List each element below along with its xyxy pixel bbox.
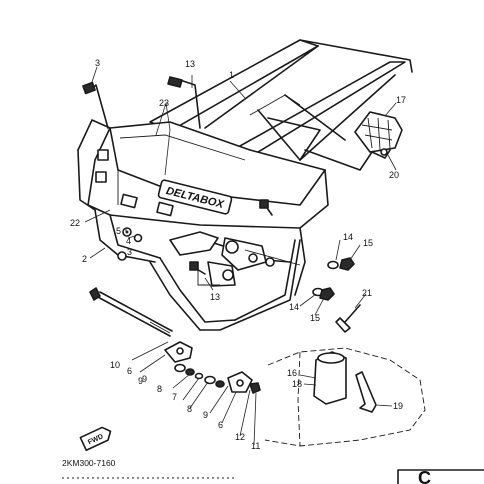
callout-14-lower: 14: [289, 302, 299, 312]
callout-13-top: 13: [185, 59, 195, 69]
callout-9-third: 9: [203, 410, 208, 420]
rear-flap-assembly: [354, 111, 403, 159]
callout-16: 16: [287, 368, 297, 378]
corner-tab-text: C: [418, 468, 431, 484]
callout-19: 19: [393, 401, 403, 411]
callout-3-top: 3: [95, 58, 100, 68]
callout-9-second: 9: [138, 376, 143, 386]
callout-10: 10: [110, 360, 120, 370]
callout-22: 22: [70, 218, 80, 228]
leader-lines: [84, 66, 397, 446]
callout-21: 21: [362, 288, 372, 298]
callout-15: 15: [363, 238, 373, 248]
bolt-21: [335, 304, 361, 333]
fwd-arrow-badge: FWD: [79, 426, 112, 452]
callout-13-mid: 13: [210, 292, 220, 302]
callout-5: 5: [116, 226, 121, 236]
callout-20: 20: [389, 170, 399, 180]
corner-tab: C: [397, 468, 484, 484]
callout-23: 23: [159, 98, 169, 108]
callout-11: 11: [251, 441, 260, 451]
pivot-nuts: [312, 257, 355, 301]
callout-2: 2: [82, 254, 87, 264]
callout-9: 9: [142, 374, 147, 384]
callout-18: 18: [292, 379, 302, 389]
callout-17: 17: [396, 95, 406, 105]
callout-4: 4: [126, 236, 131, 246]
callout-1: 1: [229, 70, 234, 80]
side-cover-assembly: [264, 347, 426, 447]
engine-cradle: [94, 209, 306, 331]
main-frame-spar: DELTABOX: [77, 119, 329, 229]
callout-6: 6: [127, 366, 132, 376]
diagram-code: 2KM300-7160: [62, 458, 116, 468]
callout-12: 12: [235, 432, 245, 442]
callout-8: 8: [157, 384, 162, 394]
callout-7: 7: [172, 392, 177, 402]
engine-mount-hardware: [164, 341, 261, 394]
callout-6-second: 6: [218, 420, 223, 430]
callout-15-lower: 15: [310, 313, 320, 323]
callout-3-mid: 3: [127, 247, 132, 257]
callout-8-second: 8: [187, 404, 192, 414]
callout-labels: 1 2 3 4 5 6 7 8 9 10 11 12 13 14 15 16 1…: [70, 58, 406, 451]
callout-14: 14: [343, 232, 353, 242]
frame-fasteners: [82, 76, 273, 275]
through-bolt-10: [89, 287, 173, 337]
